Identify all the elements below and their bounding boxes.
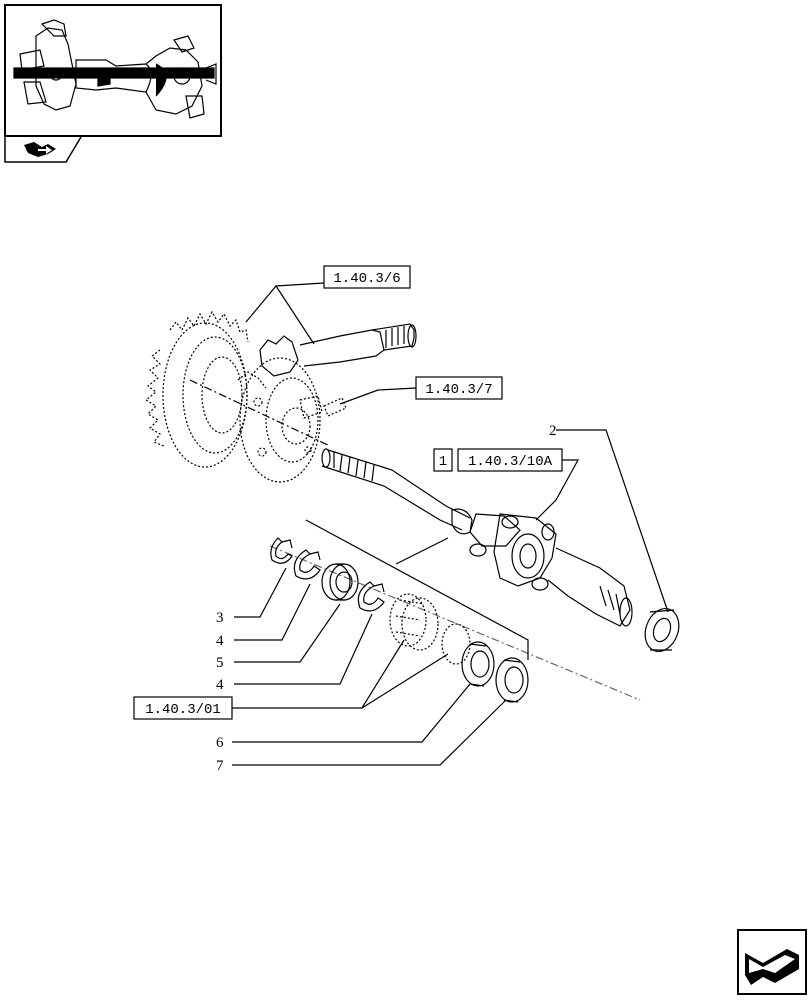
ref-label-top: 1.40.3/6 [333,271,400,287]
bearing-group [389,593,471,665]
ref-label-mid: 1.40.3/7 [425,382,492,398]
ring-7 [495,657,529,703]
ref-box-index: 1 [433,448,453,472]
snap-ring-4a [293,549,321,580]
axle-thumbnail[interactable] [4,4,222,137]
callout-3: 3 [216,610,224,626]
bearing-5 [321,563,359,601]
callout-6: 6 [216,735,224,751]
ref-box-top[interactable]: 1.40.3/6 [323,265,411,289]
pinion-shaft [259,323,417,377]
next-page-button[interactable] [737,929,807,995]
ref-label-left: 1.40.3/01 [145,702,221,718]
differential-carrier [237,357,323,483]
callout-4b: 4 [216,677,224,693]
ref-box-right[interactable]: 1.40.3/10A [457,448,563,472]
ref-index-label: 1 [439,454,447,470]
thumbnail-tab[interactable] [4,136,82,163]
ref-box-left[interactable]: 1.40.3/01 [133,696,233,720]
half-shaft [321,448,633,627]
seal-6 [461,641,495,687]
ref-label-right: 1.40.3/10A [468,454,553,470]
next-page-arrow-icon [737,929,807,995]
callout-7: 7 [216,758,224,774]
washer-2 [644,608,680,652]
ref-box-mid[interactable]: 1.40.3/7 [415,376,503,400]
callout-5: 5 [216,655,224,671]
axle-thumbnail-drawing [13,19,217,119]
book-arrow-icon [4,136,82,163]
callout-4a: 4 [216,633,224,649]
snap-ring-4b [357,581,385,612]
callout-2: 2 [549,423,557,439]
ring-gear [144,310,249,468]
pin-part [323,397,347,417]
